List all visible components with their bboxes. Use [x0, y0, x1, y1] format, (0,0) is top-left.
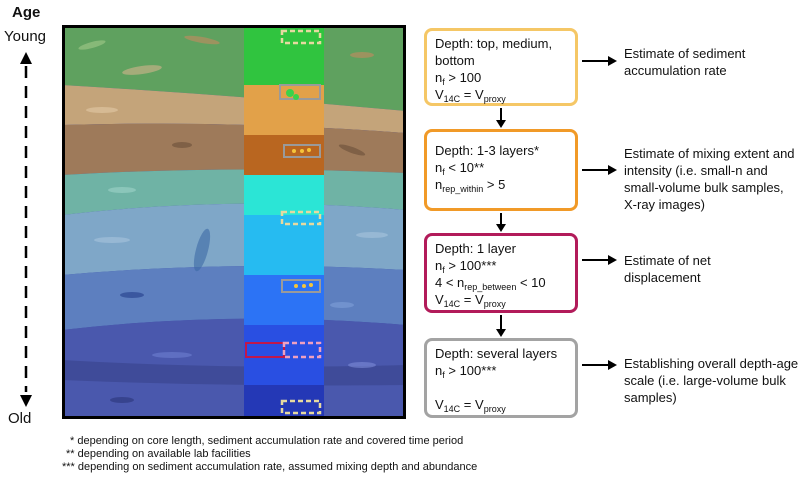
method-box-several-layers: Depth: several layers nf > 100*** V14C =… [424, 338, 578, 418]
output-accumulation-rate: Estimate of sediment accumulation rate [624, 46, 746, 78]
sample-boxes [245, 29, 322, 415]
box1-depth: Depth: top, medium, [435, 36, 553, 51]
method-box-1-layer: Depth: 1 layer nf > 100*** 4 < nrep_betw… [424, 233, 578, 313]
box1-v14c: V14C = Vproxy [435, 87, 506, 104]
box3-v14c: V14C = Vproxy [435, 292, 506, 309]
box2-nf: nf < 10** [435, 160, 485, 177]
box1-depth-cont: bottom [435, 53, 475, 68]
age-arrow [20, 52, 32, 407]
axis-label-young: Young [4, 28, 46, 45]
box4-depth: Depth: several layers [435, 346, 558, 361]
footnote-3: *** depending on sediment accumulation r… [62, 461, 478, 473]
box3-rep: 4 < nrep_between < 10 [435, 275, 546, 292]
axis-title-age: Age [12, 4, 41, 21]
output-mixing-extent: Estimate of mixing extent and intensity … [624, 146, 795, 212]
footnote-2: ** depending on available lab facilities [66, 448, 251, 460]
axis-label-old: Old [8, 410, 32, 427]
sediment-core [62, 25, 406, 419]
box4-nf: nf > 100*** [435, 363, 497, 380]
footnote-1: * depending on core length, sediment acc… [70, 435, 464, 447]
box3-depth: Depth: 1 layer [435, 241, 516, 256]
method-box-top-medium-bottom: Depth: top, medium, bottom nf > 100 V14C… [424, 28, 578, 106]
output-net-displacement: Estimate of net displacement [624, 253, 711, 285]
box3-nf: nf > 100*** [435, 258, 497, 275]
sediment-grains [78, 35, 388, 403]
box1-nf: nf > 100 [435, 70, 482, 87]
box2-rep: nrep_within > 5 [435, 177, 506, 194]
box4-v14c: V14C = Vproxy [435, 397, 506, 414]
method-box-1-3-layers: Depth: 1-3 layers* nf < 10** nrep_within… [424, 129, 578, 211]
sample-particles [286, 89, 313, 288]
output-depth-age-scale: Establishing overall depth-age scale (i.… [624, 356, 799, 405]
box2-depth: Depth: 1-3 layers* [435, 143, 540, 158]
